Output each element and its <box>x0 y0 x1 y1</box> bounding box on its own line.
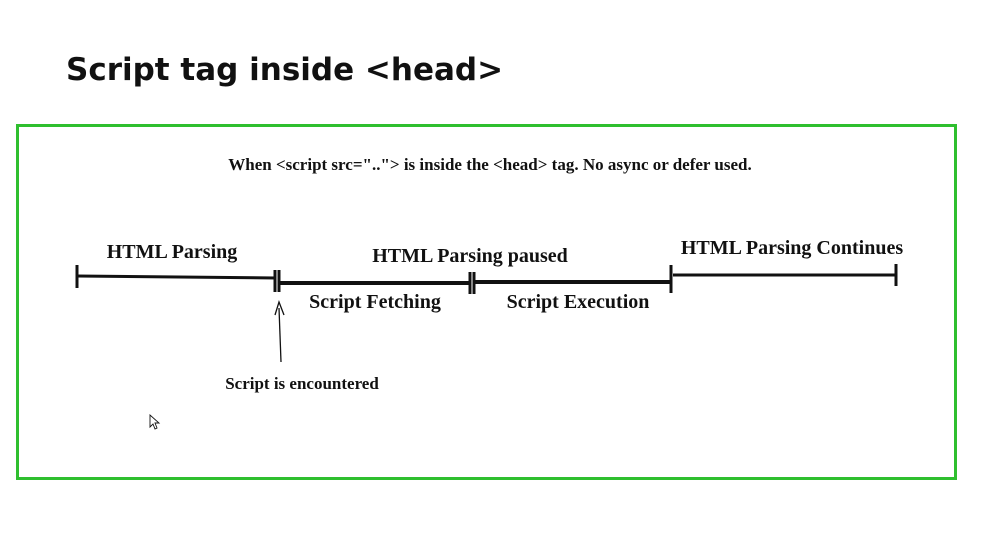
label-html-parsing: HTML Parsing <box>107 241 238 263</box>
label-html-parsing-continues: HTML Parsing Continues <box>681 237 903 259</box>
mouse-cursor-icon <box>149 413 161 430</box>
diagram-frame <box>16 124 957 480</box>
encounter-arrow-head <box>274 300 285 316</box>
label-html-parsing-paused: HTML Parsing paused <box>372 245 568 267</box>
segment-html-parsing <box>76 274 277 280</box>
page-title: Script tag inside <head> <box>66 52 504 88</box>
diagram-caption: When <script src=".."> is inside the <he… <box>228 155 752 174</box>
label-script-encountered: Script is encountered <box>225 374 379 393</box>
label-script-fetching: Script Fetching <box>309 291 441 313</box>
encounter-arrow-shaft <box>278 307 282 363</box>
label-script-execution: Script Execution <box>507 291 650 313</box>
